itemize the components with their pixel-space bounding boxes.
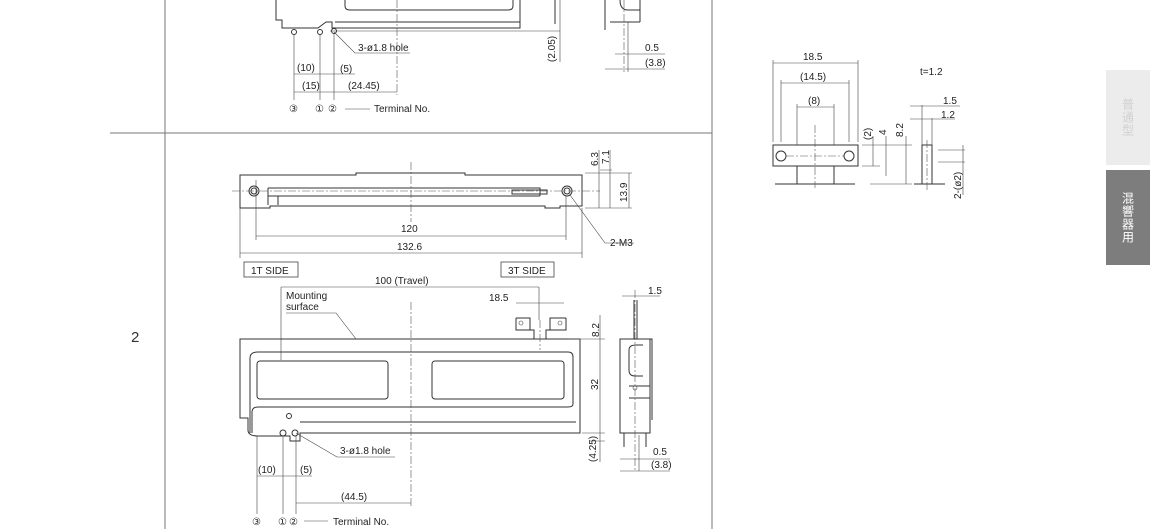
thickness-label: t=1.2 (920, 67, 943, 78)
top-side-view: 0.5 (3.8) (604, 0, 666, 72)
dim-1-5: 1.5 (943, 96, 957, 107)
dim-4-25: (4.25) (588, 436, 599, 462)
dim-32: 32 (590, 378, 601, 390)
front-terminal-label: Terminal No. (333, 517, 389, 528)
terminal-3: ③ (289, 104, 298, 115)
terminal-2: ② (328, 104, 337, 115)
dim-2-05: (2.05) (547, 36, 558, 62)
dim-bracket-18-5: 18.5 (489, 293, 509, 304)
side-labels: 1T SIDE 3T SIDE (243, 261, 555, 278)
dim-7-1: 7.1 (601, 150, 612, 164)
main-top-view: 120 132.6 6.3 7.1 13.9 2-M3 (232, 150, 634, 258)
dim-3-8: (3.8) (645, 58, 666, 69)
hole-label: 3-ø1.8 hole (358, 43, 409, 54)
terminal-1: ① (315, 104, 324, 115)
dim-side-3-8: (3.8) (651, 460, 672, 471)
side-1t-label: 1T SIDE (251, 266, 289, 277)
dim-side-0-5: 0.5 (653, 447, 667, 458)
front-terminal-3: ③ (252, 517, 261, 528)
main-side-view: 1.5 0.5 (3.8) (619, 286, 672, 472)
mounting-label-1: Mounting (286, 291, 327, 302)
dim-4: 4 (878, 129, 889, 135)
dim-1-2: 1.2 (941, 110, 955, 121)
dim-travel: 100 (Travel) (375, 276, 429, 287)
front-terminal-2: ② (289, 517, 298, 528)
dim-side-1-5: 1.5 (648, 286, 662, 297)
table-grid (110, 0, 713, 529)
dim-6-3: 6.3 (590, 152, 601, 166)
side-3t-label: 3T SIDE (508, 266, 546, 277)
dim-8-2: 8.2 (895, 123, 906, 137)
top-front-view: 3-ø1.8 hole (10) (5) (15) (24.45) ③ ① ② … (275, 0, 561, 115)
dim-120: 120 (401, 224, 418, 235)
dim-5: (5) (340, 64, 352, 75)
terminal-label: Terminal No. (374, 104, 430, 115)
dim-0-5: 0.5 (645, 43, 659, 54)
dim-13-9: 13.9 (619, 182, 630, 202)
dim-10: (10) (297, 63, 315, 74)
main-front-view: 100 (Travel) Mounting surface 18.5 3-ø1.… (239, 276, 605, 528)
dim-m3: 2-M3 (610, 238, 633, 249)
dim-14-5: (14.5) (800, 72, 826, 83)
mounting-label-2: surface (286, 302, 319, 313)
tab-standard[interactable]: 普通型 (1106, 70, 1150, 165)
dim-132-6: 132.6 (397, 242, 422, 253)
front-hole-label: 3-ø1.8 hole (340, 446, 391, 457)
dim-hole-2: 2-(ø2) (953, 172, 964, 199)
dim-h-8-2: 8.2 (591, 323, 602, 337)
tab-reverb[interactable]: 混響器用 (1106, 170, 1150, 265)
dim-24-45: (24.45) (348, 81, 380, 92)
front-terminal-1: ① (278, 517, 287, 528)
front-dim-10: (10) (258, 465, 276, 476)
dim-15: (15) (302, 81, 320, 92)
dim-44-5: (44.5) (341, 492, 367, 503)
front-dim-5: (5) (300, 465, 312, 476)
dim-8: (8) (808, 96, 820, 107)
row-number: 2 (131, 329, 140, 346)
dim-2: (2) (863, 128, 874, 140)
dim-18-5: 18.5 (803, 52, 823, 63)
bracket-detail: 18.5 (14.5) (8) t=1.2 (2) 4 8.2 1.5 1.2 … (772, 52, 965, 199)
